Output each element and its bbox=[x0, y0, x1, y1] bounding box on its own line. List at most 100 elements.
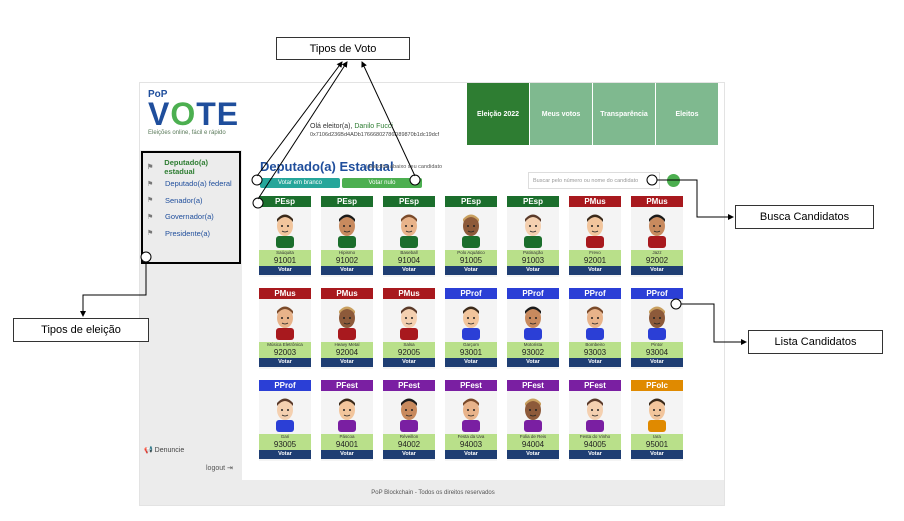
candidate-name: Pintor bbox=[651, 342, 663, 347]
candidate-number: 94003 bbox=[459, 440, 483, 449]
wallet-hash: 0x7106d236Bd4ADb17666802786D89870b1dc19d… bbox=[310, 132, 440, 138]
header: PoP VOTE Eleições online, fácil e rápido… bbox=[140, 83, 724, 150]
vote-button[interactable]: Votar bbox=[445, 266, 497, 275]
candidate-number: 91002 bbox=[335, 256, 359, 265]
denuncie-link[interactable]: 📢 Denuncie bbox=[144, 447, 185, 454]
ballot-icon: ⚑ bbox=[147, 180, 154, 188]
footer: PoP Blockchain - Todos os direitos reser… bbox=[140, 480, 724, 505]
logout-link[interactable]: logout ⇥ bbox=[206, 465, 233, 472]
party-label: PFest bbox=[321, 380, 373, 391]
candidate-name: Iara bbox=[653, 434, 661, 439]
vote-button[interactable]: Votar bbox=[569, 358, 621, 367]
user-info: Olá eleitor(a), Danilo Fucci 0x7106d236B… bbox=[310, 123, 439, 138]
search-input[interactable]: Buscar pelo número ou nome do candidato bbox=[528, 172, 660, 189]
candidate-name: Festa do Vinho bbox=[579, 434, 611, 439]
party-label: PMus bbox=[321, 288, 373, 299]
party-label: PEsp bbox=[507, 196, 559, 207]
candidate-number: 94001 bbox=[335, 440, 359, 449]
main-content: Deputado(a) Estadual | Escolha abaixo se… bbox=[242, 150, 724, 480]
candidate-name: Garçom bbox=[462, 342, 479, 347]
vote-button[interactable]: Votar bbox=[631, 358, 683, 367]
annotation-tipos-eleicao: Tipos de eleição bbox=[13, 318, 149, 342]
party-label: PProf bbox=[631, 288, 683, 299]
candidate-avatar bbox=[631, 299, 683, 342]
candidate-number: 92005 bbox=[397, 348, 421, 357]
candidate-number: 91001 bbox=[273, 256, 297, 265]
candidate-number: 92001 bbox=[583, 256, 607, 265]
candidate-avatar bbox=[259, 299, 311, 342]
vote-button[interactable]: Votar bbox=[383, 266, 435, 275]
vote-button[interactable]: Votar bbox=[507, 358, 559, 367]
nav-meus-votos[interactable]: Meus votos bbox=[529, 83, 592, 145]
party-label: PProf bbox=[445, 288, 497, 299]
party-label: PProf bbox=[507, 288, 559, 299]
party-label: PMus bbox=[259, 288, 311, 299]
vote-null-button[interactable]: Votar nulo bbox=[342, 178, 422, 188]
candidate-number: 91004 bbox=[397, 256, 421, 265]
vote-button[interactable]: Votar bbox=[507, 266, 559, 275]
nav-transparencia[interactable]: Transparência bbox=[592, 83, 655, 145]
type-deputado-estadual[interactable]: ⚑Deputado(a) estadual bbox=[147, 158, 209, 177]
vote-button[interactable]: Votar bbox=[507, 450, 559, 459]
vote-button[interactable]: Votar bbox=[321, 450, 373, 459]
party-label: PFest bbox=[383, 380, 435, 391]
vote-button[interactable]: Votar bbox=[259, 450, 311, 459]
vote-button[interactable]: Votar bbox=[569, 266, 621, 275]
vote-button[interactable]: Votar bbox=[631, 266, 683, 275]
candidate-avatar bbox=[569, 299, 621, 342]
candidate-number: 94002 bbox=[397, 440, 421, 449]
search-button[interactable] bbox=[667, 174, 680, 187]
candidate-number: 92002 bbox=[645, 256, 669, 265]
vote-button[interactable]: Votar bbox=[445, 358, 497, 367]
candidate-avatar bbox=[383, 207, 435, 250]
type-presidente[interactable]: ⚑Presidente(a) bbox=[147, 228, 211, 238]
logo-pop: PoP bbox=[148, 89, 168, 100]
candidate-number: 92004 bbox=[335, 348, 359, 357]
nav-eleicao-2022[interactable]: Eleição 2022 bbox=[466, 83, 529, 145]
sidebar: ⚑Deputado(a) estadual ⚑Deputado(a) feder… bbox=[140, 150, 242, 480]
annotation-lista: Lista Candidatos bbox=[748, 330, 883, 354]
vote-button[interactable]: Votar bbox=[321, 266, 373, 275]
vote-button[interactable]: Votar bbox=[569, 450, 621, 459]
party-label: PMus bbox=[383, 288, 435, 299]
vote-button[interactable]: Votar bbox=[631, 450, 683, 459]
candidate-avatar bbox=[445, 391, 497, 434]
candidate-avatar bbox=[507, 391, 559, 434]
vote-button[interactable]: Votar bbox=[445, 450, 497, 459]
party-label: PFest bbox=[569, 380, 621, 391]
candidate-name: Festa da Uva bbox=[457, 434, 485, 439]
vote-button[interactable]: Votar bbox=[383, 358, 435, 367]
vote-blank-button[interactable]: Votar em branco bbox=[260, 178, 340, 188]
nav-eleitos[interactable]: Eleitos bbox=[655, 83, 718, 145]
vote-button[interactable]: Votar bbox=[259, 266, 311, 275]
candidate-avatar bbox=[445, 207, 497, 250]
type-senador[interactable]: ⚑Senador(a) bbox=[147, 195, 203, 205]
ballot-icon: ⚑ bbox=[147, 164, 154, 172]
vote-button[interactable]: Votar bbox=[259, 358, 311, 367]
type-deputado-federal[interactable]: ⚑Deputado(a) federal bbox=[147, 179, 232, 189]
vote-button[interactable]: Votar bbox=[383, 450, 435, 459]
candidate-avatar bbox=[259, 391, 311, 434]
candidate-number: 92003 bbox=[273, 348, 297, 357]
type-governador[interactable]: ⚑Governador(a) bbox=[147, 212, 214, 222]
candidate-avatar bbox=[321, 207, 373, 250]
user-name: Danilo Fucci bbox=[354, 123, 393, 130]
candidate-name: Música Eletrônica bbox=[267, 342, 303, 347]
party-label: PFest bbox=[445, 380, 497, 391]
candidate-name: Réveillon bbox=[399, 434, 419, 439]
vote-button[interactable]: Votar bbox=[321, 358, 373, 367]
candidate-name: Páscoa bbox=[339, 434, 355, 439]
